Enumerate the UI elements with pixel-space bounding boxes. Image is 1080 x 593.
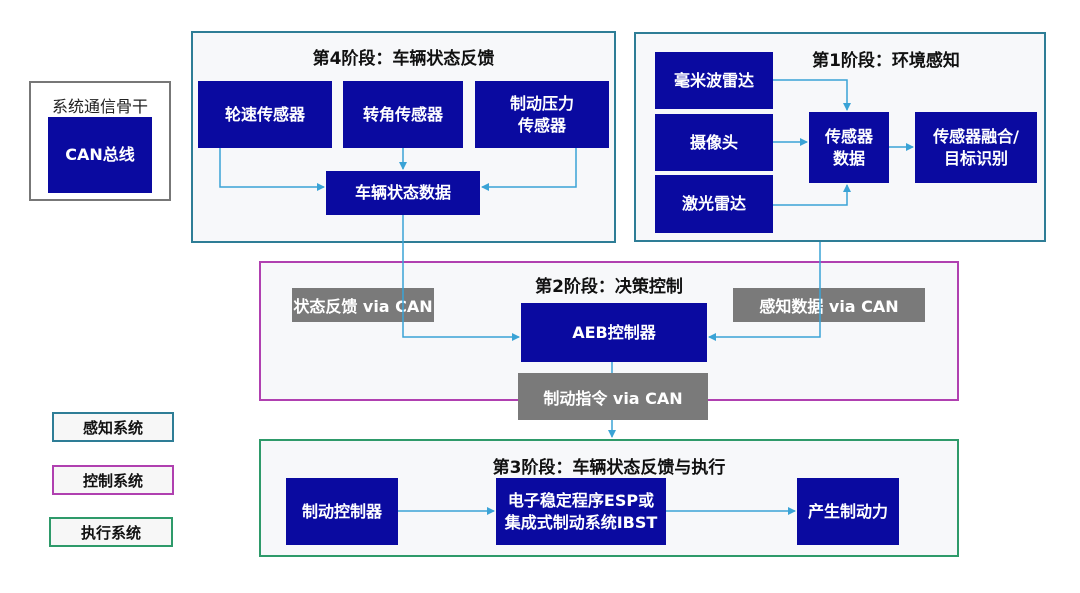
- brake-controller-node[interactable]: 制动控制器: [286, 478, 398, 545]
- backbone-panel: 系统通信骨干 CAN总线: [29, 81, 171, 201]
- wheel-speed-sensor-node[interactable]: 轮速传感器: [198, 81, 332, 148]
- sensor-data-node[interactable]: 传感器 数据: [809, 112, 889, 183]
- stage2-title: 第2阶段：决策控制: [535, 277, 683, 297]
- stage3-title: 第3阶段：车辆状态反馈与执行: [492, 458, 726, 478]
- stage4-title: 第4阶段：车辆状态反馈: [312, 49, 495, 69]
- aeb-controller-node[interactable]: AEB控制器: [521, 303, 707, 362]
- mmwave-radar-node[interactable]: 毫米波雷达: [655, 52, 773, 109]
- can-bus-node[interactable]: CAN总线: [48, 117, 152, 193]
- brake-command-via-can-label: 制动指令 via CAN: [518, 373, 708, 420]
- sensor-fusion-node[interactable]: 传感器融合/ 目标识别: [915, 112, 1037, 183]
- braking-force-node[interactable]: 产生制动力: [797, 478, 899, 545]
- backbone-title: 系统通信骨干: [51, 97, 148, 116]
- legend-perception: 感知系统: [52, 412, 174, 442]
- legend-control: 控制系统: [52, 465, 174, 495]
- lidar-node[interactable]: 激光雷达: [655, 175, 773, 233]
- stage1-title: 第1阶段：环境感知: [812, 51, 960, 71]
- perception-data-via-can-label: 感知数据 via CAN: [733, 288, 925, 322]
- brake-pressure-sensor-node[interactable]: 制动压力 传感器: [475, 81, 609, 148]
- esp-ibst-node[interactable]: 电子稳定程序ESP或 集成式制动系统IBST: [496, 478, 666, 545]
- camera-node[interactable]: 摄像头: [655, 114, 773, 171]
- state-feedback-via-can-label: 状态反馈 via CAN: [292, 288, 434, 322]
- vehicle-state-data-node[interactable]: 车辆状态数据: [326, 171, 480, 215]
- legend-execution: 执行系统: [49, 517, 173, 547]
- steering-angle-sensor-node[interactable]: 转角传感器: [343, 81, 463, 148]
